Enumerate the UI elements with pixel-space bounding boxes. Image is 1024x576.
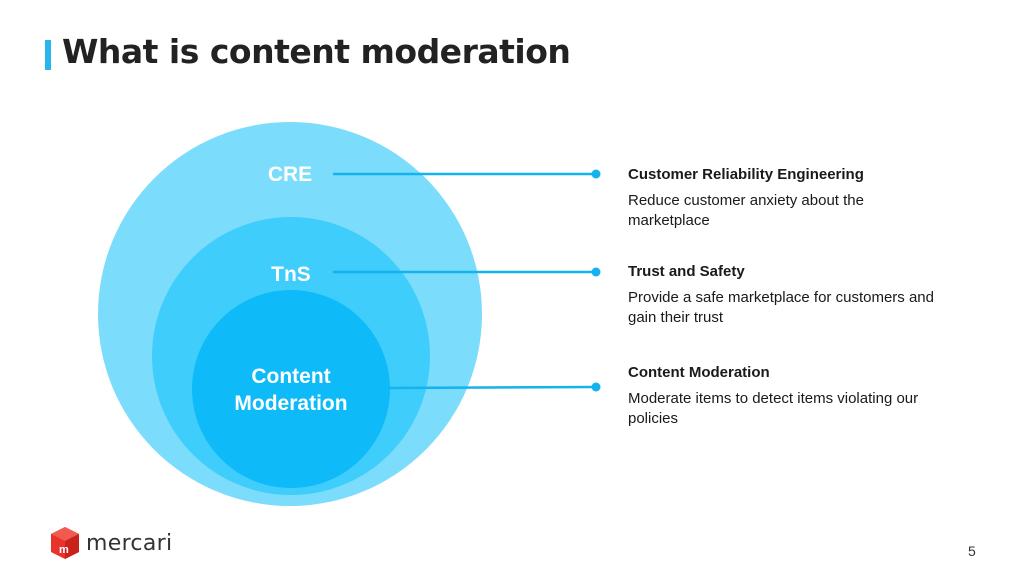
mercari-box-icon: m <box>51 527 79 559</box>
mercari-logo: m mercari <box>50 526 172 560</box>
title-accent-bar <box>45 40 51 70</box>
label-content-moderation-line1: Content <box>251 365 331 388</box>
connector-line-content-moderation <box>387 385 597 390</box>
page-number: 5 <box>968 543 976 559</box>
page-title: What is content moderation <box>62 32 571 71</box>
inner-circle-content-moderation <box>192 290 390 488</box>
description-content-moderation: Content Moderation Moderate items to det… <box>628 364 968 429</box>
description-title-tns: Trust and Safety <box>628 263 745 280</box>
connector-dot-cre <box>591 169 601 179</box>
connector-dot-content-moderation <box>591 382 601 392</box>
description-body-content-moderation: Moderate items to detect items violating… <box>628 390 919 427</box>
mercari-badge-letter: m <box>59 544 69 556</box>
description-body-cre: Reduce customer anxiety about the market… <box>628 192 864 229</box>
label-cre: CRE <box>267 163 313 186</box>
label-tns: TnS <box>271 263 311 286</box>
connector-dot-tns <box>591 267 601 277</box>
description-title-cre: Customer Reliability Engineering <box>628 166 864 183</box>
label-content-moderation: Content Moderation <box>211 363 371 417</box>
description-body-tns: Provide a safe marketplace for customers… <box>628 289 934 326</box>
mercari-wordmark: mercari <box>86 530 173 556</box>
description-title-content-moderation: Content Moderation <box>628 364 770 381</box>
description-cre: Customer Reliability Engineering Reduce … <box>628 166 968 231</box>
label-content-moderation-line2: Moderation <box>234 392 348 415</box>
description-tns: Trust and Safety Provide a safe marketpl… <box>628 263 968 328</box>
